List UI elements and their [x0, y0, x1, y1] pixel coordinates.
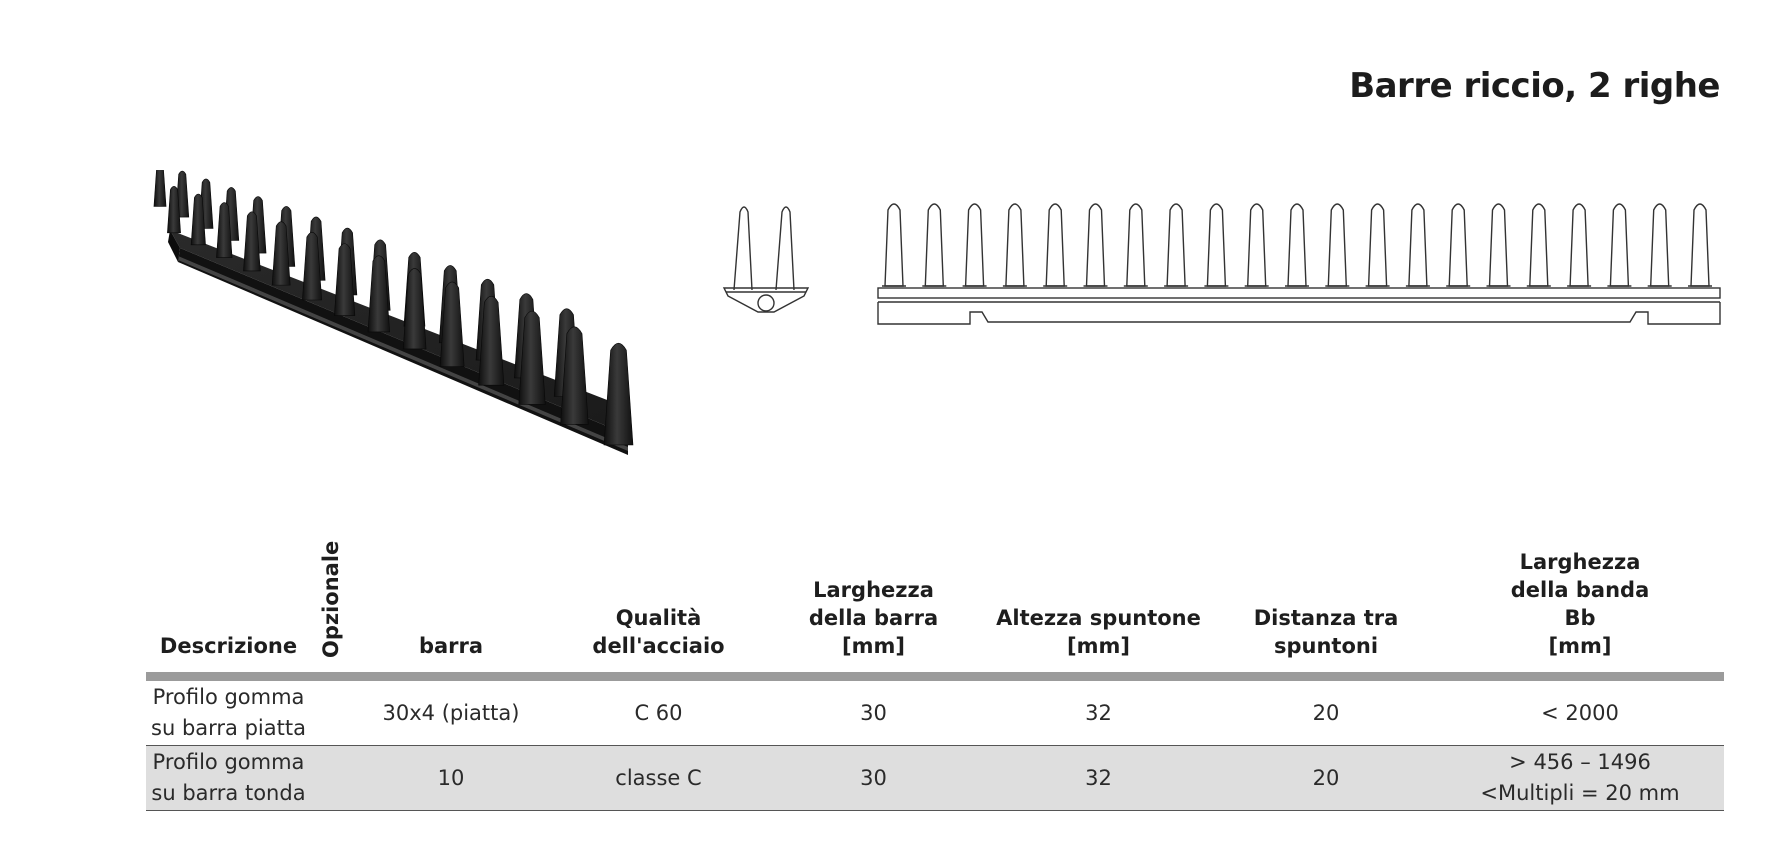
spike-3d	[243, 211, 261, 272]
spike-3d	[478, 295, 505, 386]
spike-outline	[1690, 203, 1710, 287]
spike-outline	[1609, 203, 1630, 287]
header-descrizione: Descrizione	[159, 634, 298, 658]
spike-outline	[1206, 203, 1227, 287]
page-title: Barre riccio, 2 righe	[1349, 66, 1720, 106]
cell-barra: 10	[437, 765, 465, 790]
cell-larghezza-barra: 30	[860, 700, 887, 725]
cell-altezza-spuntone: 32	[1085, 700, 1112, 725]
cell-descrizione: Profilo gomma su barra piatta	[151, 685, 306, 740]
table-row: Profilo gomma su barra piatta 30x4 (piat…	[146, 677, 1724, 746]
spike-outline	[1649, 203, 1670, 287]
spike-3d	[190, 193, 206, 246]
spike-3d	[402, 268, 427, 350]
spike-outline	[1126, 203, 1146, 287]
spike-outline	[1488, 203, 1509, 287]
table-row: Profilo gomma su barra tonda 10 classe C…	[146, 745, 1724, 811]
header-opzionale: Opzionale	[319, 540, 343, 658]
cell-opzionale	[311, 746, 351, 811]
spike-outline	[1085, 203, 1106, 287]
spike-outline	[1045, 203, 1065, 287]
spike-outline	[1166, 203, 1186, 287]
spike-outline	[1367, 203, 1388, 287]
spike-outline	[1005, 203, 1025, 287]
cell-descrizione: Profilo gomma su barra tonda	[151, 750, 306, 805]
front-view-drawing	[877, 203, 1721, 325]
spike-3d	[302, 231, 323, 301]
cell-larghezza-banda: < 2000	[1541, 700, 1619, 725]
cell-larghezza-barra: 30	[860, 765, 887, 790]
header-larghezza-banda: Larghezza della banda Bb [mm]	[1510, 550, 1650, 658]
spike-3d	[560, 326, 589, 425]
spike-outline	[1569, 203, 1589, 287]
header-altezza-spuntone: Altezza spuntone [mm]	[996, 606, 1201, 658]
header-distanza: Distanza tra spuntoni	[1253, 606, 1399, 658]
spike-outline	[1408, 203, 1428, 287]
cell-opzionale	[311, 677, 351, 746]
spike-3d	[603, 342, 634, 446]
spike-outline	[964, 203, 985, 287]
header-larghezza-barra: Larghezza della barra [mm]	[808, 578, 939, 658]
spike-3d	[153, 170, 167, 207]
spec-table: Descrizione Opzionale barra Qualità dell…	[146, 540, 1724, 811]
cell-larghezza-banda: > 456 – 1496 <Multipli = 20 mm	[1480, 750, 1680, 805]
cell-distanza: 20	[1312, 700, 1340, 725]
product-3d-image	[153, 170, 634, 455]
spike-outline	[1287, 203, 1307, 287]
spike-3d	[367, 255, 390, 333]
spike-outline	[924, 203, 945, 287]
cell-altezza-spuntone: 32	[1085, 765, 1112, 790]
header-qualita: Qualità dell'acciaio	[592, 606, 725, 658]
spike-3d	[518, 310, 546, 405]
spike-outline	[1448, 203, 1468, 287]
cell-qualita: C 60	[634, 700, 683, 725]
spike-outline	[1246, 203, 1267, 287]
spike-3d	[334, 243, 356, 316]
cell-distanza: 20	[1312, 765, 1340, 790]
spike-3d	[271, 221, 291, 286]
spike-outline	[1529, 203, 1549, 287]
spike-3d	[216, 202, 233, 258]
spike-3d	[167, 186, 181, 234]
spike-outline	[884, 203, 904, 287]
cell-qualita: classe C	[615, 765, 702, 790]
side-view-drawing	[722, 206, 810, 313]
spike-3d	[439, 281, 465, 368]
spike-outline	[1327, 203, 1348, 287]
cell-barra: 30x4 (piatta)	[382, 700, 520, 725]
table-header-row: Descrizione Opzionale barra Qualità dell…	[146, 540, 1724, 677]
header-barra: barra	[418, 634, 484, 658]
